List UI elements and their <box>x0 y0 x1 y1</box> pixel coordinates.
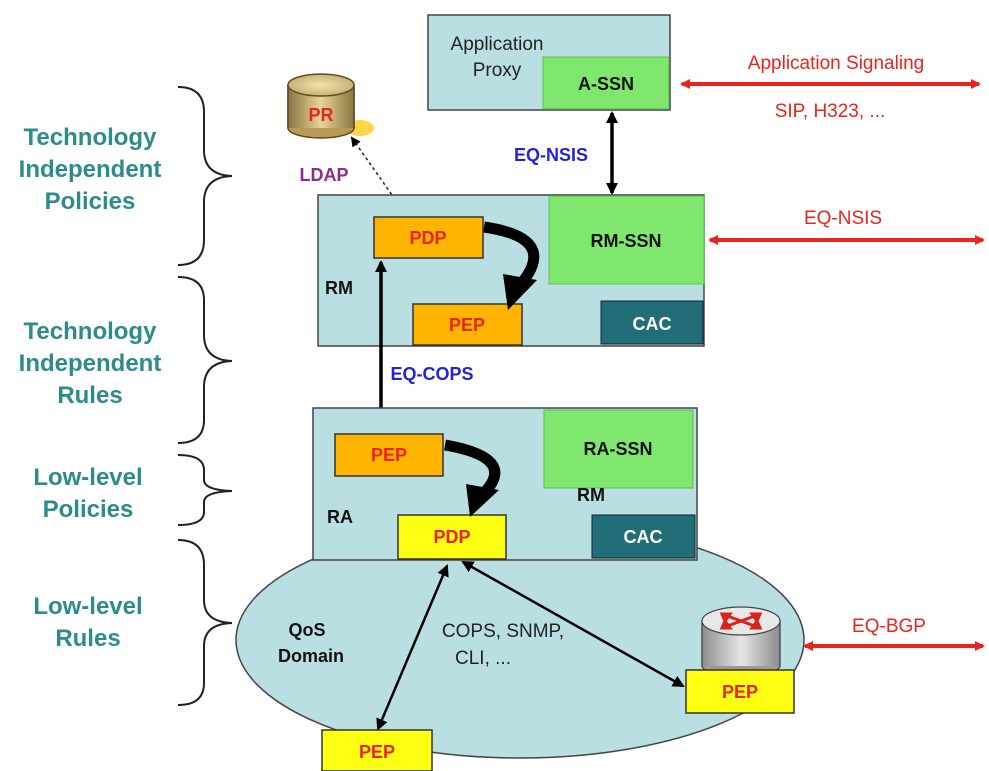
a-ssn-label: A-SSN <box>578 74 634 94</box>
qos-domain-label-2: Domain <box>278 646 344 666</box>
application-proxy-label-1: Application <box>451 34 544 55</box>
ra-pdp-label: PDP <box>433 527 470 547</box>
pdp-router-arrow <box>461 560 685 688</box>
router-pep-box <box>685 669 795 714</box>
bottom-pep-box <box>321 729 433 771</box>
ldap-label: LDAP <box>300 165 349 185</box>
app-protocols-label: SIP, H323, ... <box>775 101 886 122</box>
router-pep-label: PEP <box>722 682 758 702</box>
rm-pdp-pep-arrowhead <box>503 274 537 310</box>
ra-ssn-label: RA-SSN <box>583 439 652 459</box>
ra-pep-label: PEP <box>371 445 407 465</box>
rm-cac-label: CAC <box>633 314 672 334</box>
ra-box: RA-SSN RM RA PEP PDP CAC <box>312 407 698 561</box>
rm-label: RM <box>325 278 353 298</box>
ra-pep-pdp-curve <box>444 439 501 499</box>
rm-pdp-pep-curve <box>483 221 540 289</box>
router-icon <box>701 606 781 676</box>
brace-low-level-policies <box>177 454 233 526</box>
pr-database-icon: PR <box>287 73 374 139</box>
bottom-pep-label: PEP <box>359 742 395 762</box>
eq-nsis-horizontal-label: EQ-NSIS <box>804 208 882 229</box>
side-label-llp-1: Low-level <box>33 464 142 491</box>
side-label-tir-1: Technology <box>24 318 158 345</box>
eq-bgp-label: EQ-BGP <box>852 616 926 637</box>
app-signaling-label: Application Signaling <box>748 53 924 74</box>
rm-pep-label: PEP <box>449 315 485 335</box>
side-label-llp-2: Policies <box>43 496 134 523</box>
eq-nsis-vertical-label: EQ-NSIS <box>514 145 588 165</box>
side-label-tip-3: Policies <box>45 188 136 215</box>
application-proxy-label-2: Proxy <box>473 60 522 81</box>
side-label-tip-1: Technology <box>24 124 158 151</box>
ra-cac-label: CAC <box>624 527 663 547</box>
qos-domain-label-1: QoS <box>288 620 325 640</box>
side-label-tip-2: Independent <box>19 156 162 183</box>
ra-rm-label: RM <box>577 485 605 505</box>
brace-tech-indep-policies <box>177 86 233 266</box>
application-proxy-box: Application Proxy A-SSN <box>427 14 671 111</box>
rm-box: RM RM-SSN PDP PEP CAC <box>317 194 705 347</box>
rm-ssn-label: RM-SSN <box>591 231 662 251</box>
eq-cops-label: EQ-COPS <box>390 364 473 384</box>
side-label-tir-3: Rules <box>57 382 122 409</box>
qos-protocols-label-1: COPS, SNMP, <box>442 621 564 642</box>
brace-low-level-rules <box>177 539 233 706</box>
side-label-llr-1: Low-level <box>33 593 142 620</box>
pdp-bottom-pep-arrow <box>376 564 449 731</box>
side-label-llr-2: Rules <box>55 625 120 652</box>
pr-label: PR <box>308 105 333 125</box>
qos-protocols-label-2: CLI, ... <box>455 648 511 669</box>
brace-tech-indep-rules <box>177 276 233 444</box>
ra-label: RA <box>327 507 353 527</box>
side-label-tir-2: Independent <box>19 350 162 377</box>
rm-pdp-label: PDP <box>409 228 446 248</box>
ra-pep-pdp-arrowhead <box>466 484 499 517</box>
